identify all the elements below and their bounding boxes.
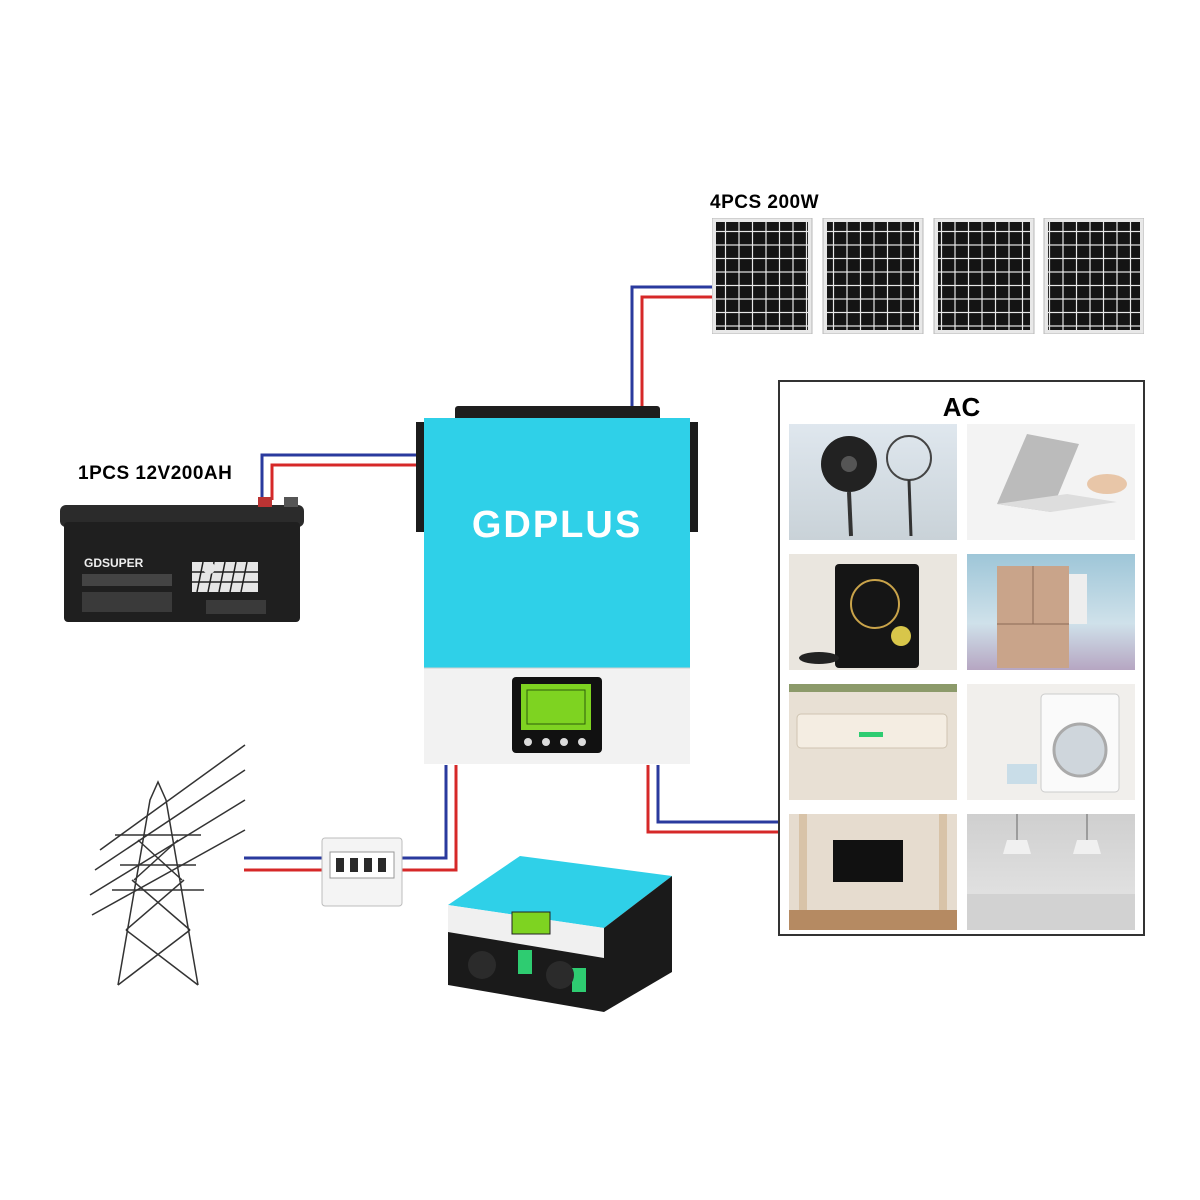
solar-panels bbox=[711, 217, 1145, 335]
ac-wire-positive bbox=[646, 765, 778, 834]
inverter-brand: GDPLUS bbox=[471, 504, 643, 546]
solar-panel-3 bbox=[933, 217, 1035, 335]
breaker-box bbox=[321, 837, 403, 907]
breaker-wire-positive bbox=[402, 765, 458, 872]
transmission-tower bbox=[89, 744, 246, 986]
ac-loads-panel: AC bbox=[778, 380, 1145, 936]
refrigerator-icon bbox=[997, 566, 1087, 668]
appliance-ceiling-lamps bbox=[967, 814, 1135, 930]
breaker-wire-negative bbox=[402, 765, 448, 860]
appliance-fans bbox=[789, 424, 957, 540]
appliance-laptop bbox=[967, 424, 1135, 540]
solar-panel-1 bbox=[711, 217, 813, 335]
solar-panel-array bbox=[711, 217, 1145, 335]
appliance-induction-cooker bbox=[789, 554, 957, 670]
battery-brand: GDSUPER bbox=[84, 556, 144, 570]
ac-wire-negative bbox=[656, 765, 778, 824]
battery-label: 1PCS 12V200AH bbox=[78, 463, 233, 484]
solar-label: 4PCS 200W bbox=[710, 192, 820, 213]
solar-panel-4 bbox=[1043, 217, 1145, 335]
battery-wire-negative bbox=[260, 453, 420, 500]
induction-cooker-icon bbox=[799, 564, 919, 668]
ac-label: AC bbox=[942, 392, 981, 422]
solar-wire-positive bbox=[640, 295, 712, 410]
television-icon bbox=[789, 814, 957, 930]
battery-unit bbox=[60, 497, 304, 622]
inverter-secondary bbox=[448, 856, 672, 1012]
appliance-washing-machine bbox=[967, 684, 1135, 800]
lamp-icon bbox=[967, 814, 1135, 930]
appliance-air-conditioner bbox=[789, 684, 957, 800]
inverter-unit bbox=[416, 406, 698, 764]
battery-wire-positive bbox=[270, 463, 420, 500]
solar-panel-2 bbox=[822, 217, 924, 335]
air-conditioner-icon bbox=[789, 684, 957, 749]
laptop-icon bbox=[997, 434, 1127, 512]
appliance-television bbox=[789, 814, 957, 930]
fan-icon bbox=[821, 435, 932, 537]
appliance-refrigerator bbox=[967, 554, 1135, 670]
solar-wire-negative bbox=[630, 285, 712, 410]
washing-machine-icon bbox=[1007, 693, 1120, 793]
